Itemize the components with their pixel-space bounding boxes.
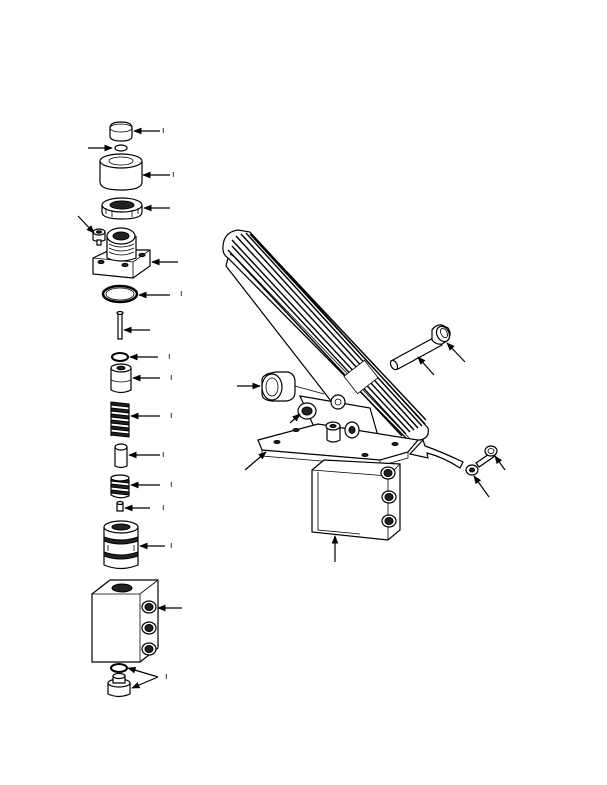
small-o-ring-part: [114, 144, 128, 152]
callout-tick: ı: [170, 410, 173, 420]
callout-tick: ı: [162, 449, 165, 459]
callout-tick: ı: [165, 671, 168, 681]
assembly-leader-lines: [237, 342, 506, 562]
pedal-bearing: [297, 394, 346, 420]
plunger-part: [110, 363, 132, 394]
large-spring-part: [110, 401, 130, 438]
pedal-roller: [325, 421, 360, 443]
spool-assembly-part: [103, 520, 139, 570]
callout-tick: ı: [170, 540, 173, 550]
callout-tick: ı: [170, 479, 173, 489]
cap-screw-part: [92, 228, 106, 246]
large-o-ring-part: [101, 284, 139, 304]
cap-part: [109, 121, 133, 142]
bolt-and-washer: [465, 445, 498, 476]
exploded-view: [77, 121, 182, 698]
spring-seat-part: [114, 443, 128, 469]
callout-tick: ı: [170, 372, 173, 382]
small-spring-part: [110, 474, 130, 499]
small-pin-part: [116, 500, 124, 512]
o-ring-part: [111, 352, 129, 362]
callout-tick: ı: [168, 351, 171, 361]
push-pin-part: [116, 310, 124, 340]
pedal-bushing: [261, 371, 325, 402]
valve-body-part: [91, 579, 159, 663]
locknut-part: [101, 197, 143, 220]
exploded-leader-lines: [77, 127, 182, 689]
sleeve-part: [99, 153, 143, 191]
install-arrow: [408, 438, 464, 469]
pedal-plate: [222, 229, 429, 447]
callout-tick: ı: [162, 125, 165, 135]
callout-tick: ı: [172, 169, 175, 179]
valve-body-assembled: [311, 459, 401, 541]
pedal-assembly-view: [222, 229, 506, 562]
plug-part: [107, 672, 131, 698]
callout-tick: ı: [180, 288, 183, 298]
hinge-pin: [389, 324, 451, 371]
callout-tick: ı: [162, 502, 165, 512]
plug-o-ring-part: [110, 663, 128, 673]
mounting-flange-part: [92, 227, 151, 279]
